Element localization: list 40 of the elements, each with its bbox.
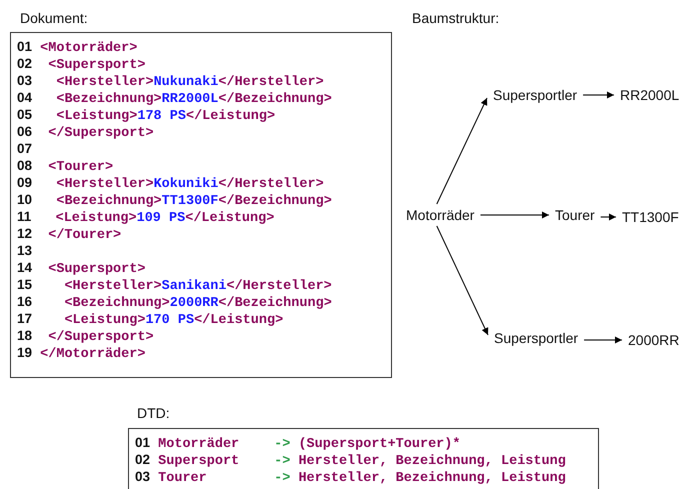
arrow (436, 98, 488, 204)
code-line: 16 <Bezeichnung>2000RR</Bezeichnung> (17, 293, 332, 310)
section-heading: Baumstruktur: (412, 10, 500, 26)
code-line: 03 <Hersteller>Nukunaki</Hersteller> (17, 72, 324, 89)
section-heading: Dokument: (20, 10, 88, 26)
code-line: 02 Supersport -> Hersteller, Bezeichnung, Leistung (135, 451, 566, 468)
code-listing-box (10, 32, 392, 378)
code-line: 19 </Motorräder> (17, 344, 146, 361)
code-line: 18 </Supersport> (17, 327, 154, 344)
code-line: 14 <Supersport> (17, 259, 146, 276)
tree-node-label: RR2000L (620, 86, 680, 104)
code-line: 04 <Bezeichnung>RR2000L</Bezeichnung> (17, 89, 332, 106)
code-line: 10 <Bezeichnung>TT1300F</Bezeichnung> (17, 191, 332, 208)
code-line: 12 </Tourer> (17, 225, 122, 242)
tree-node-label: Tourer (555, 206, 595, 224)
arrow (600, 214, 616, 220)
dtd-listing-box (128, 428, 599, 489)
tree-node-label: Supersportler (493, 86, 578, 104)
code-line: 05 <Leistung>178 PS</Leistung> (17, 106, 276, 123)
code-line: 13 (17, 242, 32, 259)
arrow (582, 92, 614, 98)
code-line: 08 <Tourer> (17, 157, 114, 174)
tree-node-label: 2000RR (628, 331, 680, 349)
arrow (480, 212, 550, 218)
code-line: 17 <Leistung>170 PS</Leistung> (17, 310, 284, 327)
code-line: 02 <Supersport> (17, 55, 146, 72)
code-line: 07 (17, 140, 32, 157)
code-line: 09 <Hersteller>Kokuniki</Hersteller> (17, 174, 324, 191)
arrow (584, 336, 622, 344)
code-line: 01 Motorräder -> (Supersport+Tourer)* (135, 434, 460, 451)
section-heading: DTD: (137, 405, 170, 421)
tree-node-label: Motorräder (406, 206, 474, 224)
code-line: 06 </Supersport> (17, 123, 154, 140)
code-line: 15 <Hersteller>Sanikani</Hersteller> (17, 276, 332, 293)
code-line: 11 <Leistung>109 PS</Leistung> (17, 208, 274, 225)
arrow (436, 226, 488, 336)
tree-node-label: TT1300F (622, 208, 679, 226)
code-line: 01 <Motorräder> (17, 38, 138, 55)
code-line: 03 Tourer -> Hersteller, Bezeichnung, Leistung (135, 468, 566, 485)
tree-node-label: Supersportler (494, 329, 578, 347)
